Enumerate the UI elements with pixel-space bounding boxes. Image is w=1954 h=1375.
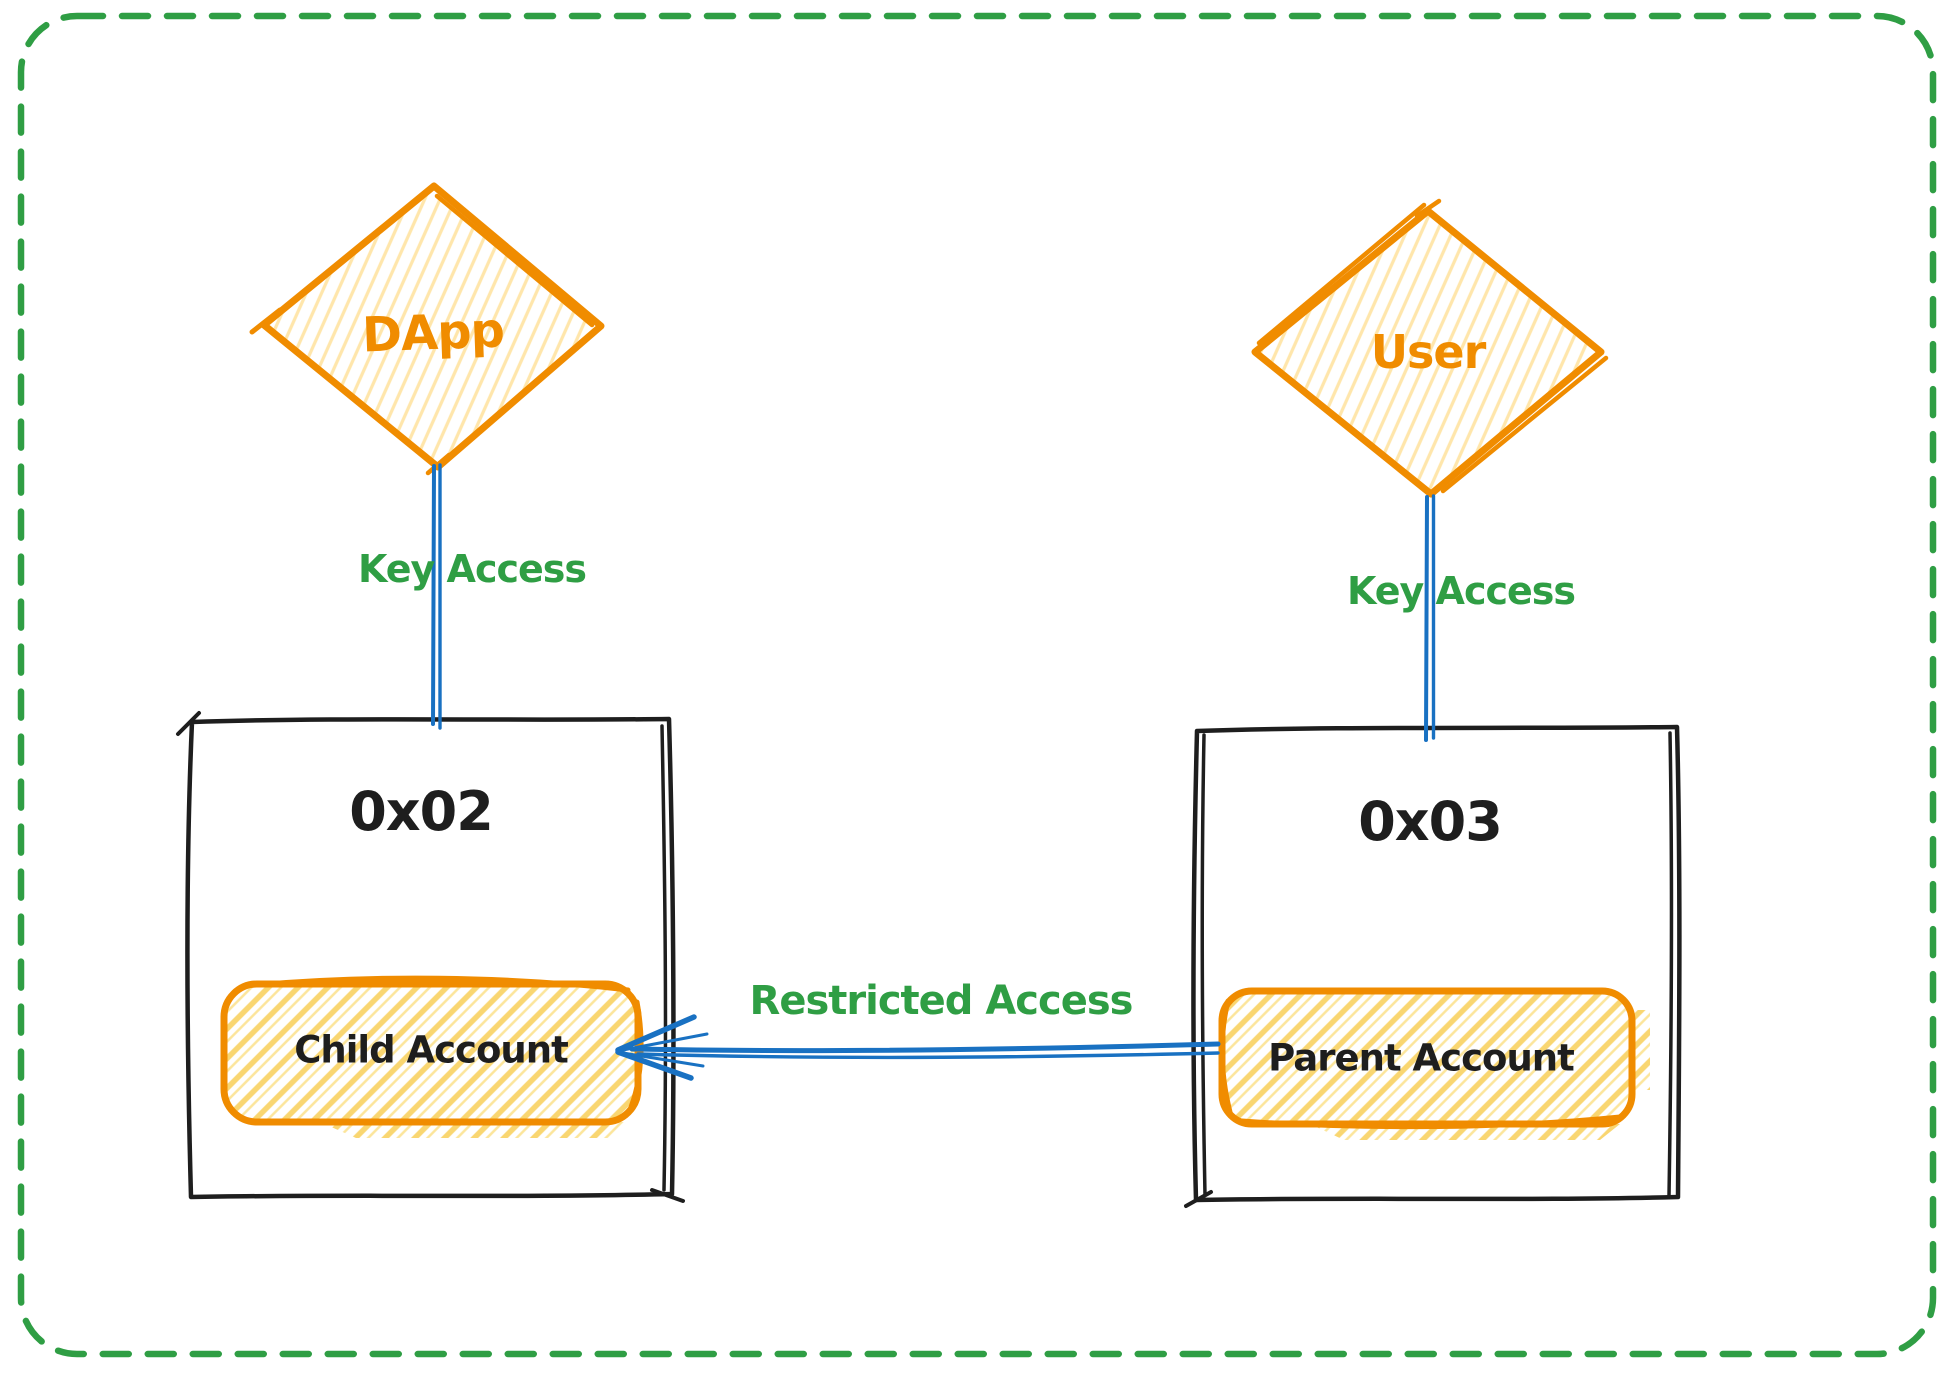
restricted-access-label: Restricted Access bbox=[749, 978, 1134, 1024]
child-account-label: Child Account bbox=[294, 1028, 569, 1072]
box-0x02-label: 0x02 bbox=[349, 780, 494, 843]
user-label: User bbox=[1370, 325, 1487, 379]
restricted-access-arrow bbox=[615, 1014, 1221, 1081]
key-access-label-right: Key Access bbox=[1346, 569, 1576, 613]
key-access-label-left: Key Access bbox=[357, 547, 587, 591]
dapp-key-access-connector bbox=[431, 463, 442, 730]
box-0x03-label: 0x03 bbox=[1358, 790, 1503, 853]
parent-account-shape bbox=[1218, 987, 1650, 1140]
user-diamond-shape bbox=[1251, 198, 1609, 498]
box-0x02-shape bbox=[176, 711, 685, 1203]
user-key-access-connector bbox=[1424, 494, 1436, 742]
canvas-border bbox=[17, 12, 1937, 1358]
dapp-diamond-shape bbox=[249, 182, 605, 476]
dapp-label: DApp bbox=[361, 302, 505, 364]
parent-account-label: Parent Account bbox=[1268, 1036, 1575, 1080]
child-account-shape bbox=[220, 975, 644, 1138]
